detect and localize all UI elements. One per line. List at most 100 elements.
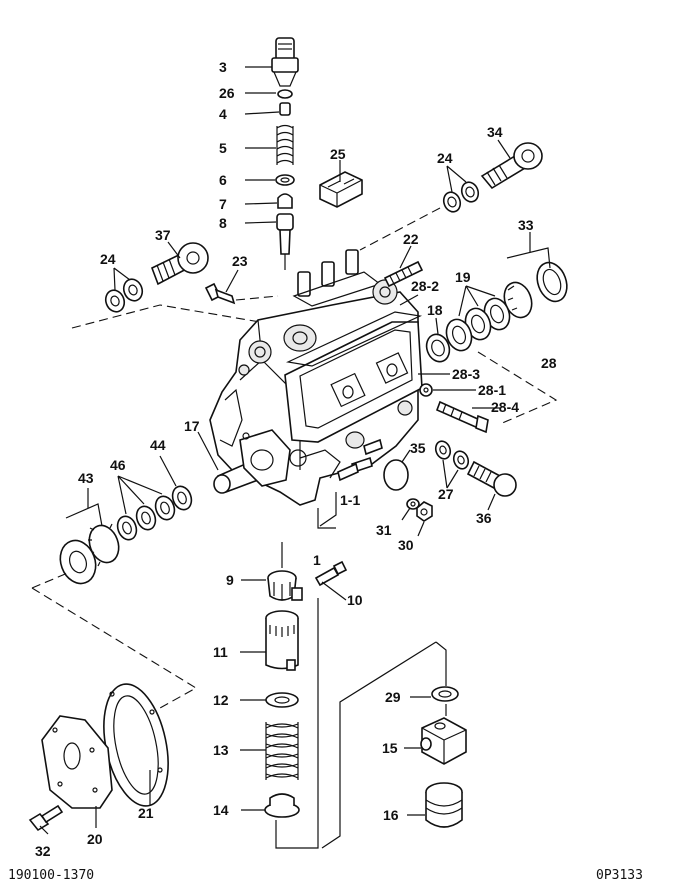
assembly-dashed-line-top	[359, 207, 441, 251]
label-27: 27	[438, 486, 454, 502]
stopper-part-4	[279, 102, 291, 116]
assembly-dashed-line-lower-right	[321, 641, 447, 849]
spring-seat-part-14	[241, 793, 300, 818]
shim-part-18	[425, 317, 451, 363]
shims-part-46	[116, 475, 176, 541]
label-22: 22	[403, 231, 419, 247]
cover-plate-part-20	[41, 715, 113, 828]
washer-part-31	[401, 498, 420, 521]
label-8: 8	[219, 215, 227, 231]
label-46: 46	[110, 457, 126, 473]
label-23: 23	[232, 253, 248, 269]
gear-part-43	[59, 488, 120, 585]
delivery-valve-holder-part-3	[271, 37, 299, 87]
label-4: 4	[219, 106, 227, 122]
label-7: 7	[219, 196, 227, 212]
assembly-dashed-line-lower-left	[31, 571, 198, 709]
o-ring-part-26	[277, 89, 293, 99]
label-19: 19	[455, 269, 471, 285]
label-34: 34	[487, 124, 503, 140]
delivery-valve-part-7	[277, 193, 293, 209]
tappet-part-15	[404, 717, 467, 765]
label-32: 32	[35, 843, 51, 859]
spring-part-5	[276, 124, 294, 165]
washers-part-44	[159, 455, 193, 511]
label-37: 37	[155, 227, 171, 243]
label-20: 20	[87, 831, 103, 847]
label-24-top: 24	[437, 150, 453, 166]
washers-part-27	[434, 440, 470, 489]
adjusting-screw-part-22	[383, 245, 424, 288]
delivery-valve-holders-on-housing	[292, 249, 398, 307]
label-14: 14	[213, 802, 229, 818]
label-1: 1	[313, 552, 321, 568]
label-10: 10	[347, 592, 363, 608]
label-28: 28	[541, 355, 557, 371]
label-24-left: 24	[100, 251, 116, 267]
label-17: 17	[184, 418, 200, 434]
label-5: 5	[219, 140, 227, 156]
label-9: 9	[226, 572, 234, 588]
leader-part-1	[317, 508, 336, 529]
label-13: 13	[213, 742, 229, 758]
eye-bolt-part-36	[466, 460, 517, 511]
washer-part-29	[410, 686, 459, 702]
label-28-3: 28-3	[452, 366, 480, 382]
plunger-spring-part-13	[240, 722, 299, 780]
label-26: 26	[219, 85, 235, 101]
washer-part-28-1	[419, 383, 476, 397]
screw-part-10	[314, 560, 348, 601]
label-36: 36	[476, 510, 492, 526]
label-28-2: 28-2	[411, 278, 439, 294]
leader-lines-top-stack	[244, 66, 280, 224]
label-12: 12	[213, 692, 229, 708]
label-29: 29	[385, 689, 401, 705]
label-15: 15	[382, 740, 398, 756]
plug-part-33	[503, 232, 568, 319]
label-44: 44	[150, 437, 166, 453]
label-28-1: 28-1	[478, 382, 506, 398]
footer-drawing-code: 190100-1370	[8, 868, 94, 883]
camshaft-flange-part-17	[197, 429, 291, 494]
washers-part-24-left	[104, 267, 144, 313]
label-28-4: 28-4	[491, 399, 519, 415]
label-33: 33	[518, 217, 534, 233]
eye-bolt-part-34	[480, 139, 543, 190]
plunger-part-11	[240, 610, 299, 671]
assembly-dashed-line-left	[71, 304, 261, 329]
label-3: 3	[219, 59, 227, 75]
stack-center-line	[275, 542, 319, 849]
spring-seat-part-12	[240, 692, 299, 708]
label-11: 11	[213, 644, 228, 660]
label-1-1: 1-1	[340, 492, 360, 508]
footer-figure-code: 0P3133	[596, 868, 643, 883]
bolt-part-1-1	[319, 462, 359, 527]
label-6: 6	[219, 172, 227, 188]
bolt-part-23	[204, 269, 279, 305]
gasket-part-6	[275, 174, 295, 186]
clamp-part-25	[319, 160, 363, 208]
label-18: 18	[427, 302, 443, 318]
nut-part-30	[416, 501, 433, 537]
label-43: 43	[78, 470, 94, 486]
bolt-part-32	[28, 804, 64, 835]
shims-part-19	[445, 285, 511, 352]
valve-seat-part-8	[276, 213, 294, 270]
label-31: 31	[376, 522, 392, 538]
label-21: 21	[138, 805, 154, 821]
bolt-part-28-4	[435, 400, 500, 434]
control-sleeve-part-9	[241, 570, 303, 601]
bolts-near-35	[351, 438, 383, 474]
cap-part-35	[383, 449, 411, 491]
eye-bolt-part-37	[150, 241, 209, 286]
label-25: 25	[330, 146, 346, 162]
washers-part-24-top	[442, 165, 480, 213]
part-labels: 3 26 4 5 6 7 8 25 24 34 37 24 23 22 28-2…	[35, 59, 557, 859]
label-30: 30	[398, 537, 414, 553]
roller-part-16	[407, 782, 463, 828]
assembly-dashed-line-right	[477, 351, 558, 425]
label-35: 35	[410, 440, 426, 456]
label-16: 16	[383, 807, 399, 823]
gasket-part-28-2	[285, 294, 423, 367]
